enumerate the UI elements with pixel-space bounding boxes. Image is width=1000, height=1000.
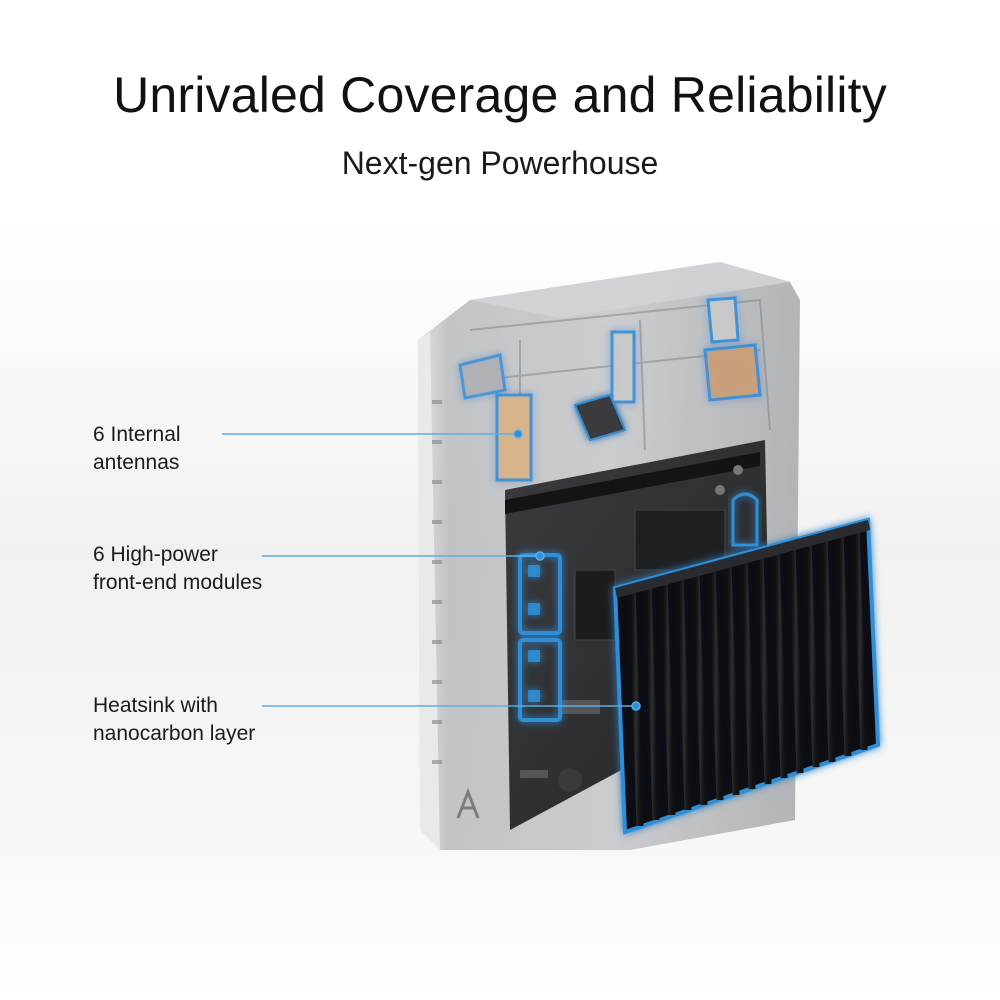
heatsink <box>612 517 881 835</box>
page-subtitle: Next-gen Powerhouse <box>341 145 659 181</box>
callout-antennas-line2: antennas <box>93 451 180 474</box>
callout-antennas-line1: 6 Internal <box>93 423 181 446</box>
front-end-modules <box>518 553 562 722</box>
antenna-group <box>458 296 762 482</box>
callout-heatsink: Heatsink with nanocarbon layer <box>93 692 255 748</box>
callout-front-end-modules: 6 High-power front-end modules <box>93 541 262 597</box>
callout-heatsink-line1: Heatsink with <box>93 694 218 717</box>
callout-heatsink-line2: nanocarbon layer <box>93 722 256 745</box>
callout-lines <box>222 429 641 711</box>
callout-fem-line1: 6 High-power <box>93 543 218 566</box>
callout-fem-line2: front-end modules <box>93 571 263 594</box>
callout-antennas: 6 Internal antennas <box>93 421 181 477</box>
page-title: Unrivaled Coverage and Reliability <box>113 67 887 123</box>
brand-logo-icon <box>456 787 480 819</box>
